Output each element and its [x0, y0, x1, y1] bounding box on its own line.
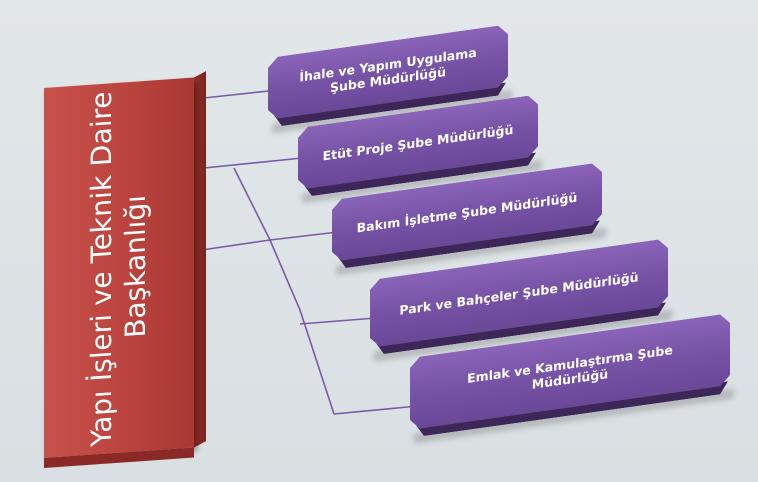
connector-branch-3 — [269, 231, 339, 241]
connector-branch-1 — [203, 89, 279, 99]
root-label: Yapı İşleri ve Teknik Daire Başkanlığı — [44, 78, 194, 458]
root-box: Yapı İşleri ve Teknik Daire Başkanlığı — [44, 71, 209, 470]
root-box-side — [194, 71, 206, 448]
root-label-line2: Başkanlığı — [119, 194, 152, 340]
connector-trunk-2 — [269, 239, 335, 415]
connector-branch-5 — [333, 405, 419, 415]
connector-branch-2 — [203, 157, 303, 169]
connector-trunk-3 — [233, 167, 271, 241]
connector-branch-4 — [299, 317, 377, 325]
root-label-line1: Yapı İşleri ve Teknik Daire — [85, 90, 118, 448]
root-box-face: Yapı İşleri ve Teknik Daire Başkanlığı — [44, 77, 194, 458]
